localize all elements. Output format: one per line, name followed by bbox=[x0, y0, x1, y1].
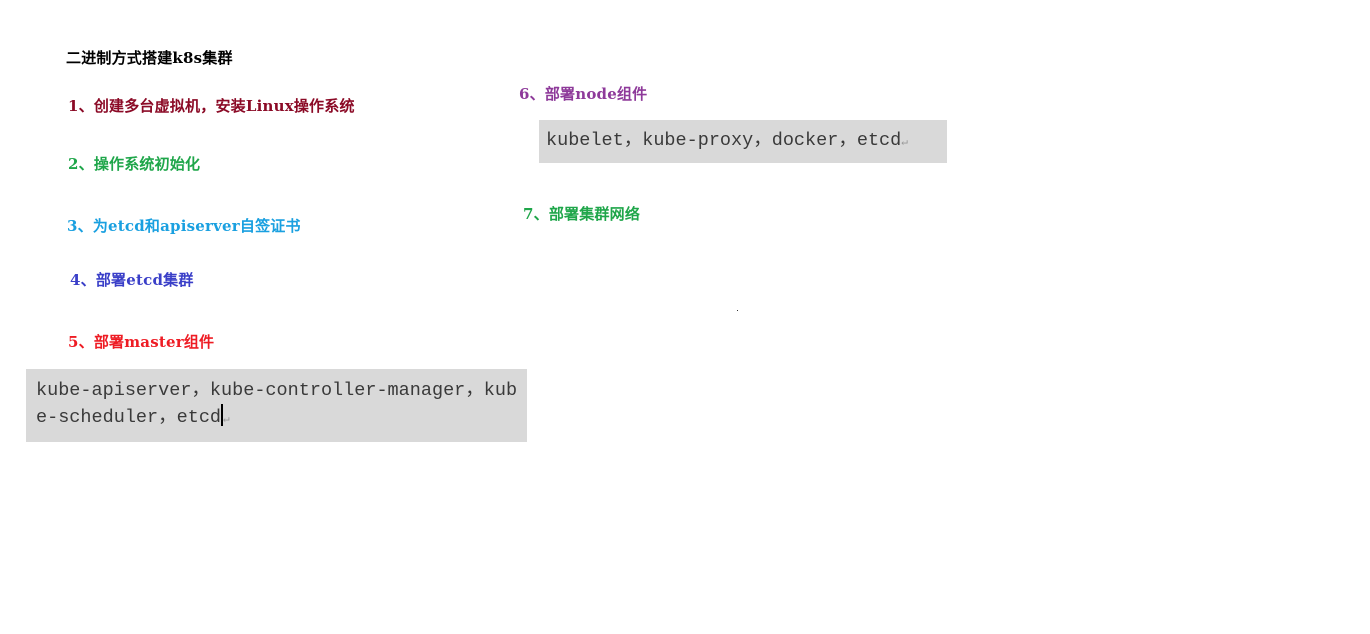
master-components-block[interactable]: kube-apiserver，kube-controller-manager，k… bbox=[26, 369, 527, 442]
step-7: 7、部署集群网络 bbox=[523, 205, 641, 223]
master-components-text: kube-apiserver，kube-controller-manager，k… bbox=[36, 380, 518, 428]
step-3: 3、为etcd和apiserver自签证书 bbox=[67, 217, 301, 235]
document-title: 二进制方式搭建k8s集群 bbox=[66, 49, 233, 67]
step-5: 5、部署master组件 bbox=[68, 333, 215, 351]
node-components-block[interactable]: kubelet，kube-proxy，docker，etcd↵ bbox=[539, 120, 947, 163]
text-cursor bbox=[221, 404, 224, 426]
stray-dot bbox=[737, 310, 738, 311]
step-4: 4、部署etcd集群 bbox=[70, 271, 194, 289]
paragraph-mark-icon: ↵ bbox=[901, 137, 908, 149]
step-1: 1、创建多台虚拟机，安装Linux操作系统 bbox=[68, 97, 355, 115]
paragraph-mark-icon: ↵ bbox=[223, 414, 230, 426]
node-components-text: kubelet，kube-proxy，docker，etcd bbox=[546, 130, 902, 151]
step-2: 2、操作系统初始化 bbox=[68, 155, 201, 173]
step-6: 6、部署node组件 bbox=[519, 85, 648, 103]
